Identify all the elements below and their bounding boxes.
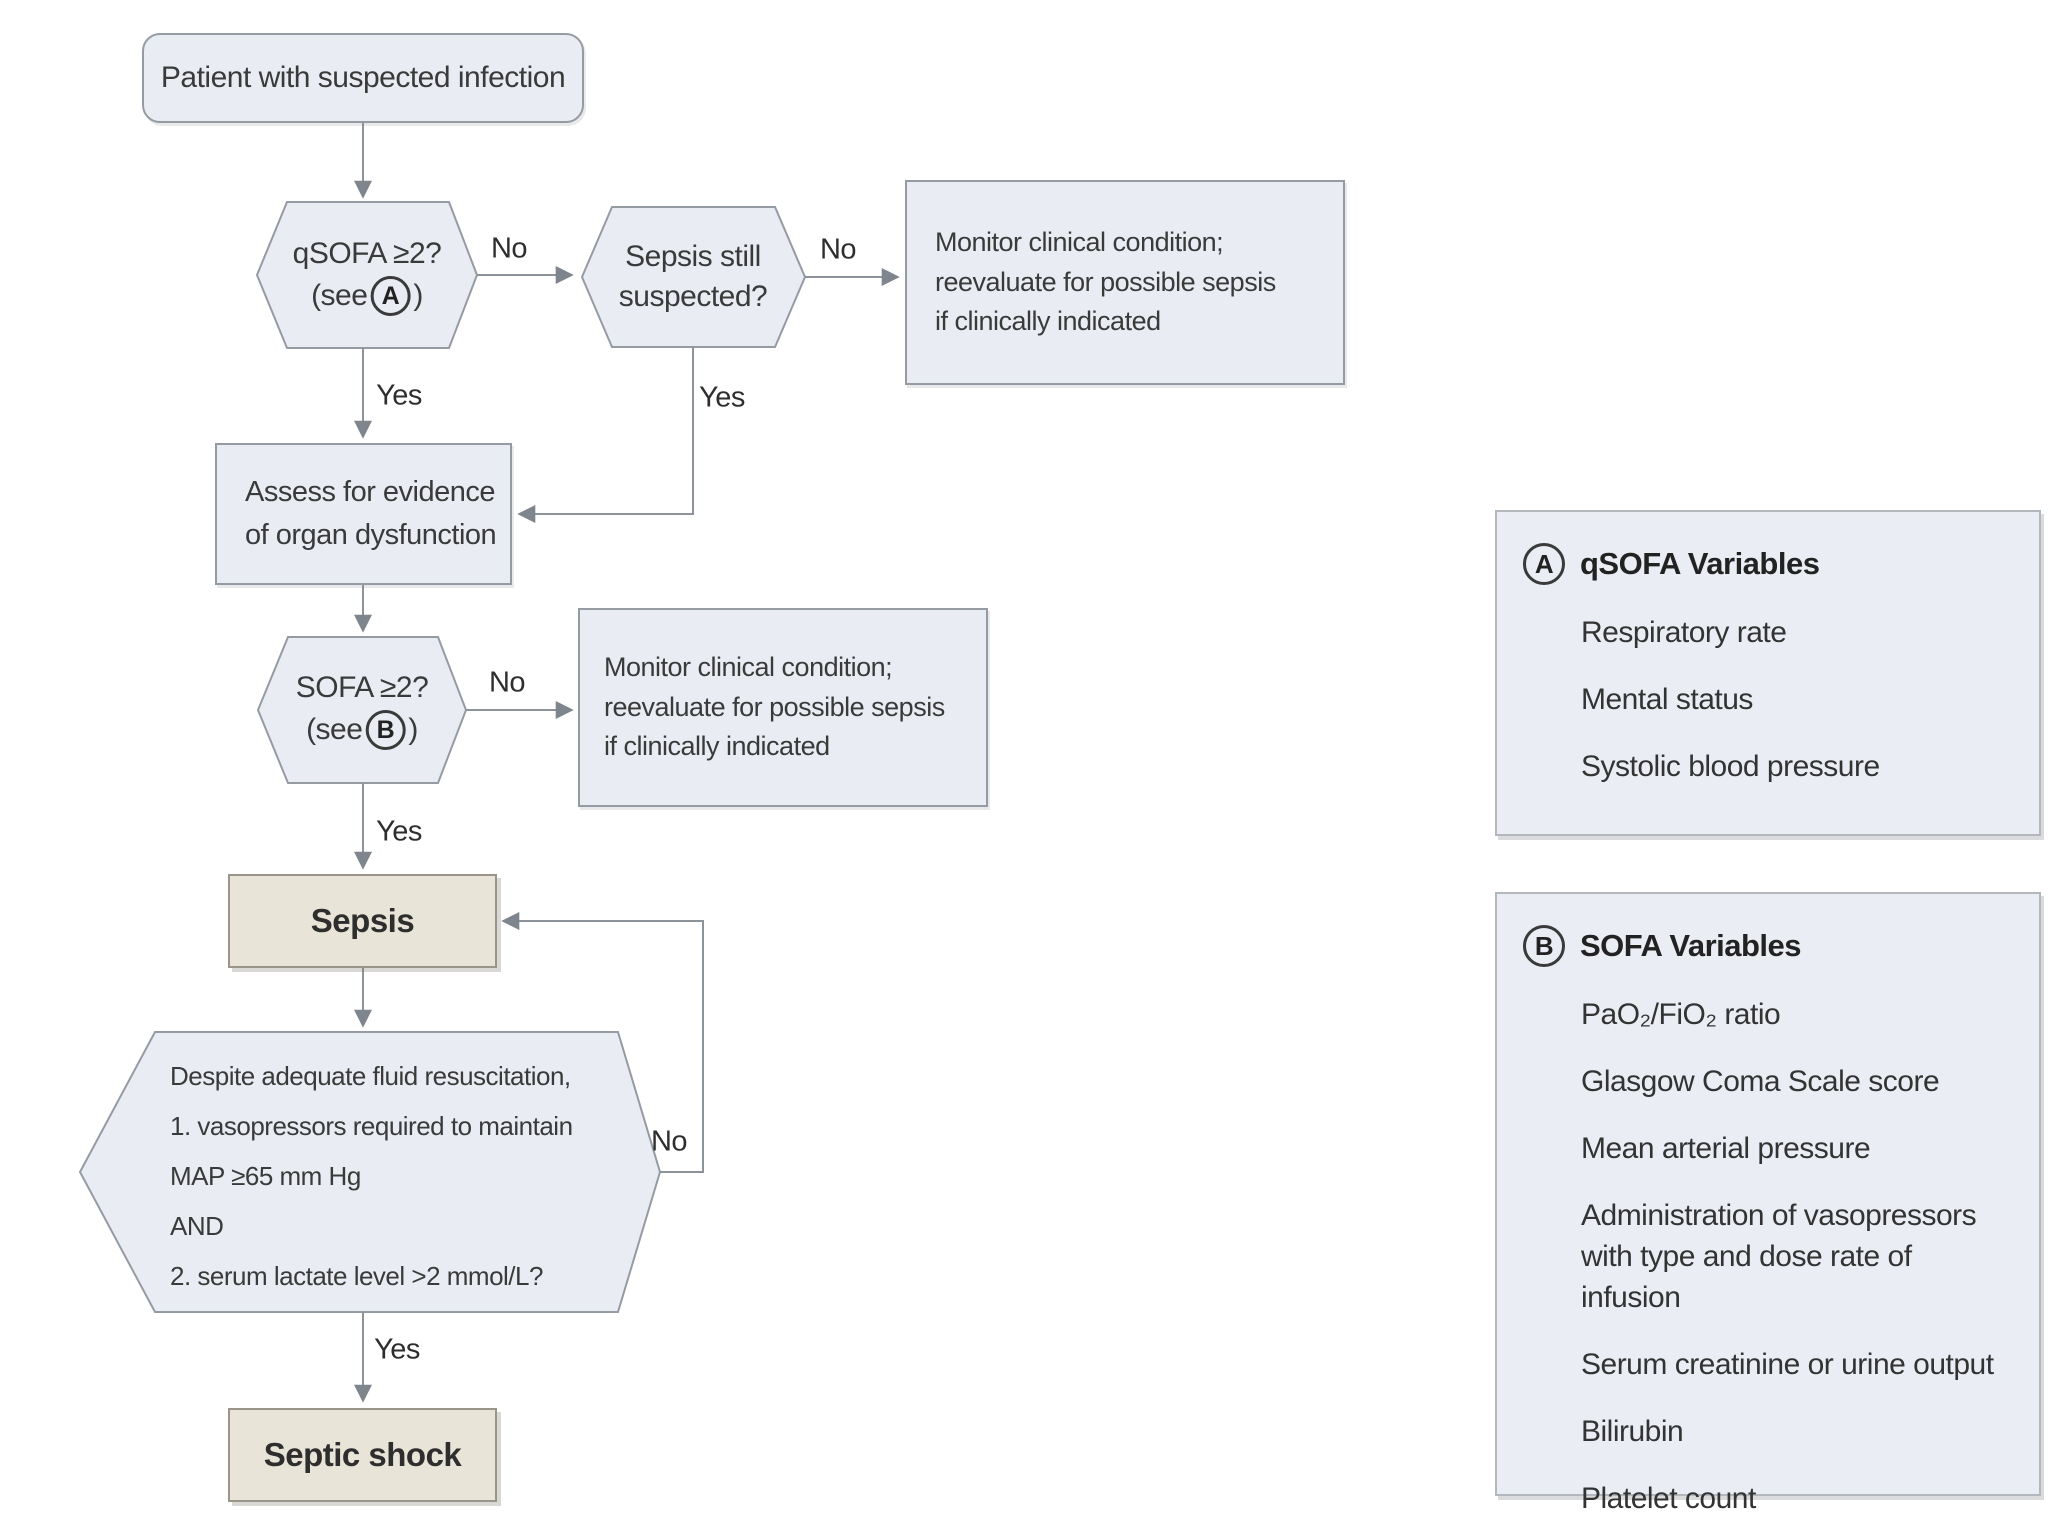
see-prefix: (see (306, 713, 363, 746)
monitor1-line3: if clinically indicated (935, 306, 1161, 337)
patient-suspected-infection-box: Patient with suspected infection (142, 33, 584, 123)
qsofa-question: qSOFA ≥2? (292, 237, 442, 270)
list-item: Mean arterial pressure (1581, 1132, 1871, 1165)
monitor-clinical-condition-box-top: Monitor clinical condition; reevaluate f… (905, 180, 1345, 385)
edge-label-no-criteria: No (650, 1125, 688, 1158)
septic-shock-box: Septic shock (228, 1408, 497, 1502)
monitor2-line2: reevaluate for possible sepsis (604, 691, 945, 722)
list-item: Bilirubin (1581, 1415, 1684, 1448)
list-item: Administration of vasopressors with type… (1581, 1199, 1977, 1314)
see-suffix: ) (413, 279, 423, 312)
criteria-line1: Despite adequate fluid resuscitation, (170, 1061, 571, 1091)
list-item: PaO₂/FiO₂ ratio (1581, 998, 1781, 1031)
ref-b-circle-icon: B (365, 710, 406, 750)
still-line1: Sepsis still (625, 240, 761, 273)
assess-line2: of organ dysfunction (245, 519, 497, 551)
assess-organ-dysfunction-box: Assess for evidence of organ dysfunction (215, 443, 512, 585)
criteria-line3: MAP ≥65 mm Hg (170, 1161, 361, 1191)
list-item: Glasgow Coma Scale score (1581, 1065, 1940, 1098)
list-item: Mental status (1581, 683, 1753, 716)
panel-b-circle-icon: B (1523, 925, 1565, 967)
sofa-panel-header: B SOFA Variables (1523, 924, 2015, 968)
see-prefix: (see (311, 279, 368, 312)
monitor2-line1: Monitor clinical condition; (604, 651, 893, 682)
sepsis-label: Sepsis (310, 901, 415, 939)
edge-label-no-still: No (819, 233, 857, 266)
qsofa-variables-panel: A qSOFA Variables Respiratory rate Menta… (1495, 510, 2041, 836)
qsofa-see-ref-row: (see A ) (293, 274, 442, 318)
list-item: Platelet count (1581, 1482, 1756, 1515)
sepsis-still-suspected-text: Sepsis still suspected? (618, 237, 768, 317)
arrow-still-yes-elbow (517, 347, 694, 523)
sofa-panel-title: SOFA Variables (1580, 928, 1802, 963)
still-line2: suspected? (618, 280, 768, 313)
see-suffix: ) (408, 713, 418, 746)
qsofa-panel-items: Respiratory rate Mental status Systolic … (1581, 612, 2015, 787)
ref-a-circle-icon: A (370, 276, 411, 316)
sepsis-box: Sepsis (228, 874, 497, 968)
edge-label-yes-sofa: Yes (376, 815, 422, 848)
list-item: Serum creatinine or urine output (1581, 1348, 1994, 1381)
qsofa-panel-title: qSOFA Variables (1580, 546, 1820, 581)
assess-line1: Assess for evidence (245, 476, 496, 509)
qsofa-decision-text: qSOFA ≥2? (see A ) (293, 234, 442, 318)
edge-label-no-qsofa: No (490, 232, 528, 265)
monitor1-line2: reevaluate for possible sepsis (935, 266, 1276, 297)
sofa-decision-text: SOFA ≥2? (see B ) (296, 668, 429, 752)
monitor-clinical-condition-box-middle: Monitor clinical condition; reevaluate f… (578, 608, 988, 807)
sofa-panel-items: PaO₂/FiO₂ ratio Glasgow Coma Scale score… (1581, 994, 2015, 1519)
patient-box-label: Patient with suspected infection (160, 60, 566, 94)
panel-a-circle-icon: A (1523, 543, 1565, 585)
qsofa-panel-header: A qSOFA Variables (1523, 542, 2015, 586)
monitor1-line1: Monitor clinical condition; (935, 226, 1224, 257)
monitor2-line3: if clinically indicated (604, 731, 830, 762)
criteria-line2: 1. vasopressors required to maintain (170, 1111, 573, 1141)
arrow-criteria-no-loop (501, 912, 704, 1173)
edge-label-yes-criteria: Yes (374, 1333, 420, 1366)
criteria-line5: 2. serum lactate level >2 mmol/L? (170, 1261, 543, 1291)
edge-label-yes-still: Yes (699, 381, 745, 414)
list-item: Respiratory rate (1581, 616, 1787, 649)
edge-label-no-sofa: No (488, 666, 526, 699)
septic-shock-criteria-text: Despite adequate fluid resuscitation, 1.… (170, 1051, 573, 1301)
sofa-variables-panel: B SOFA Variables PaO₂/FiO₂ ratio Glasgow… (1495, 892, 2041, 1515)
sofa-see-ref-row: (see B ) (296, 708, 429, 752)
sofa-question: SOFA ≥2? (295, 671, 429, 704)
criteria-line4: AND (170, 1211, 224, 1241)
list-item: Systolic blood pressure (1581, 750, 1880, 783)
edge-label-yes-qsofa: Yes (376, 379, 422, 412)
septic-shock-label: Septic shock (263, 1435, 462, 1473)
